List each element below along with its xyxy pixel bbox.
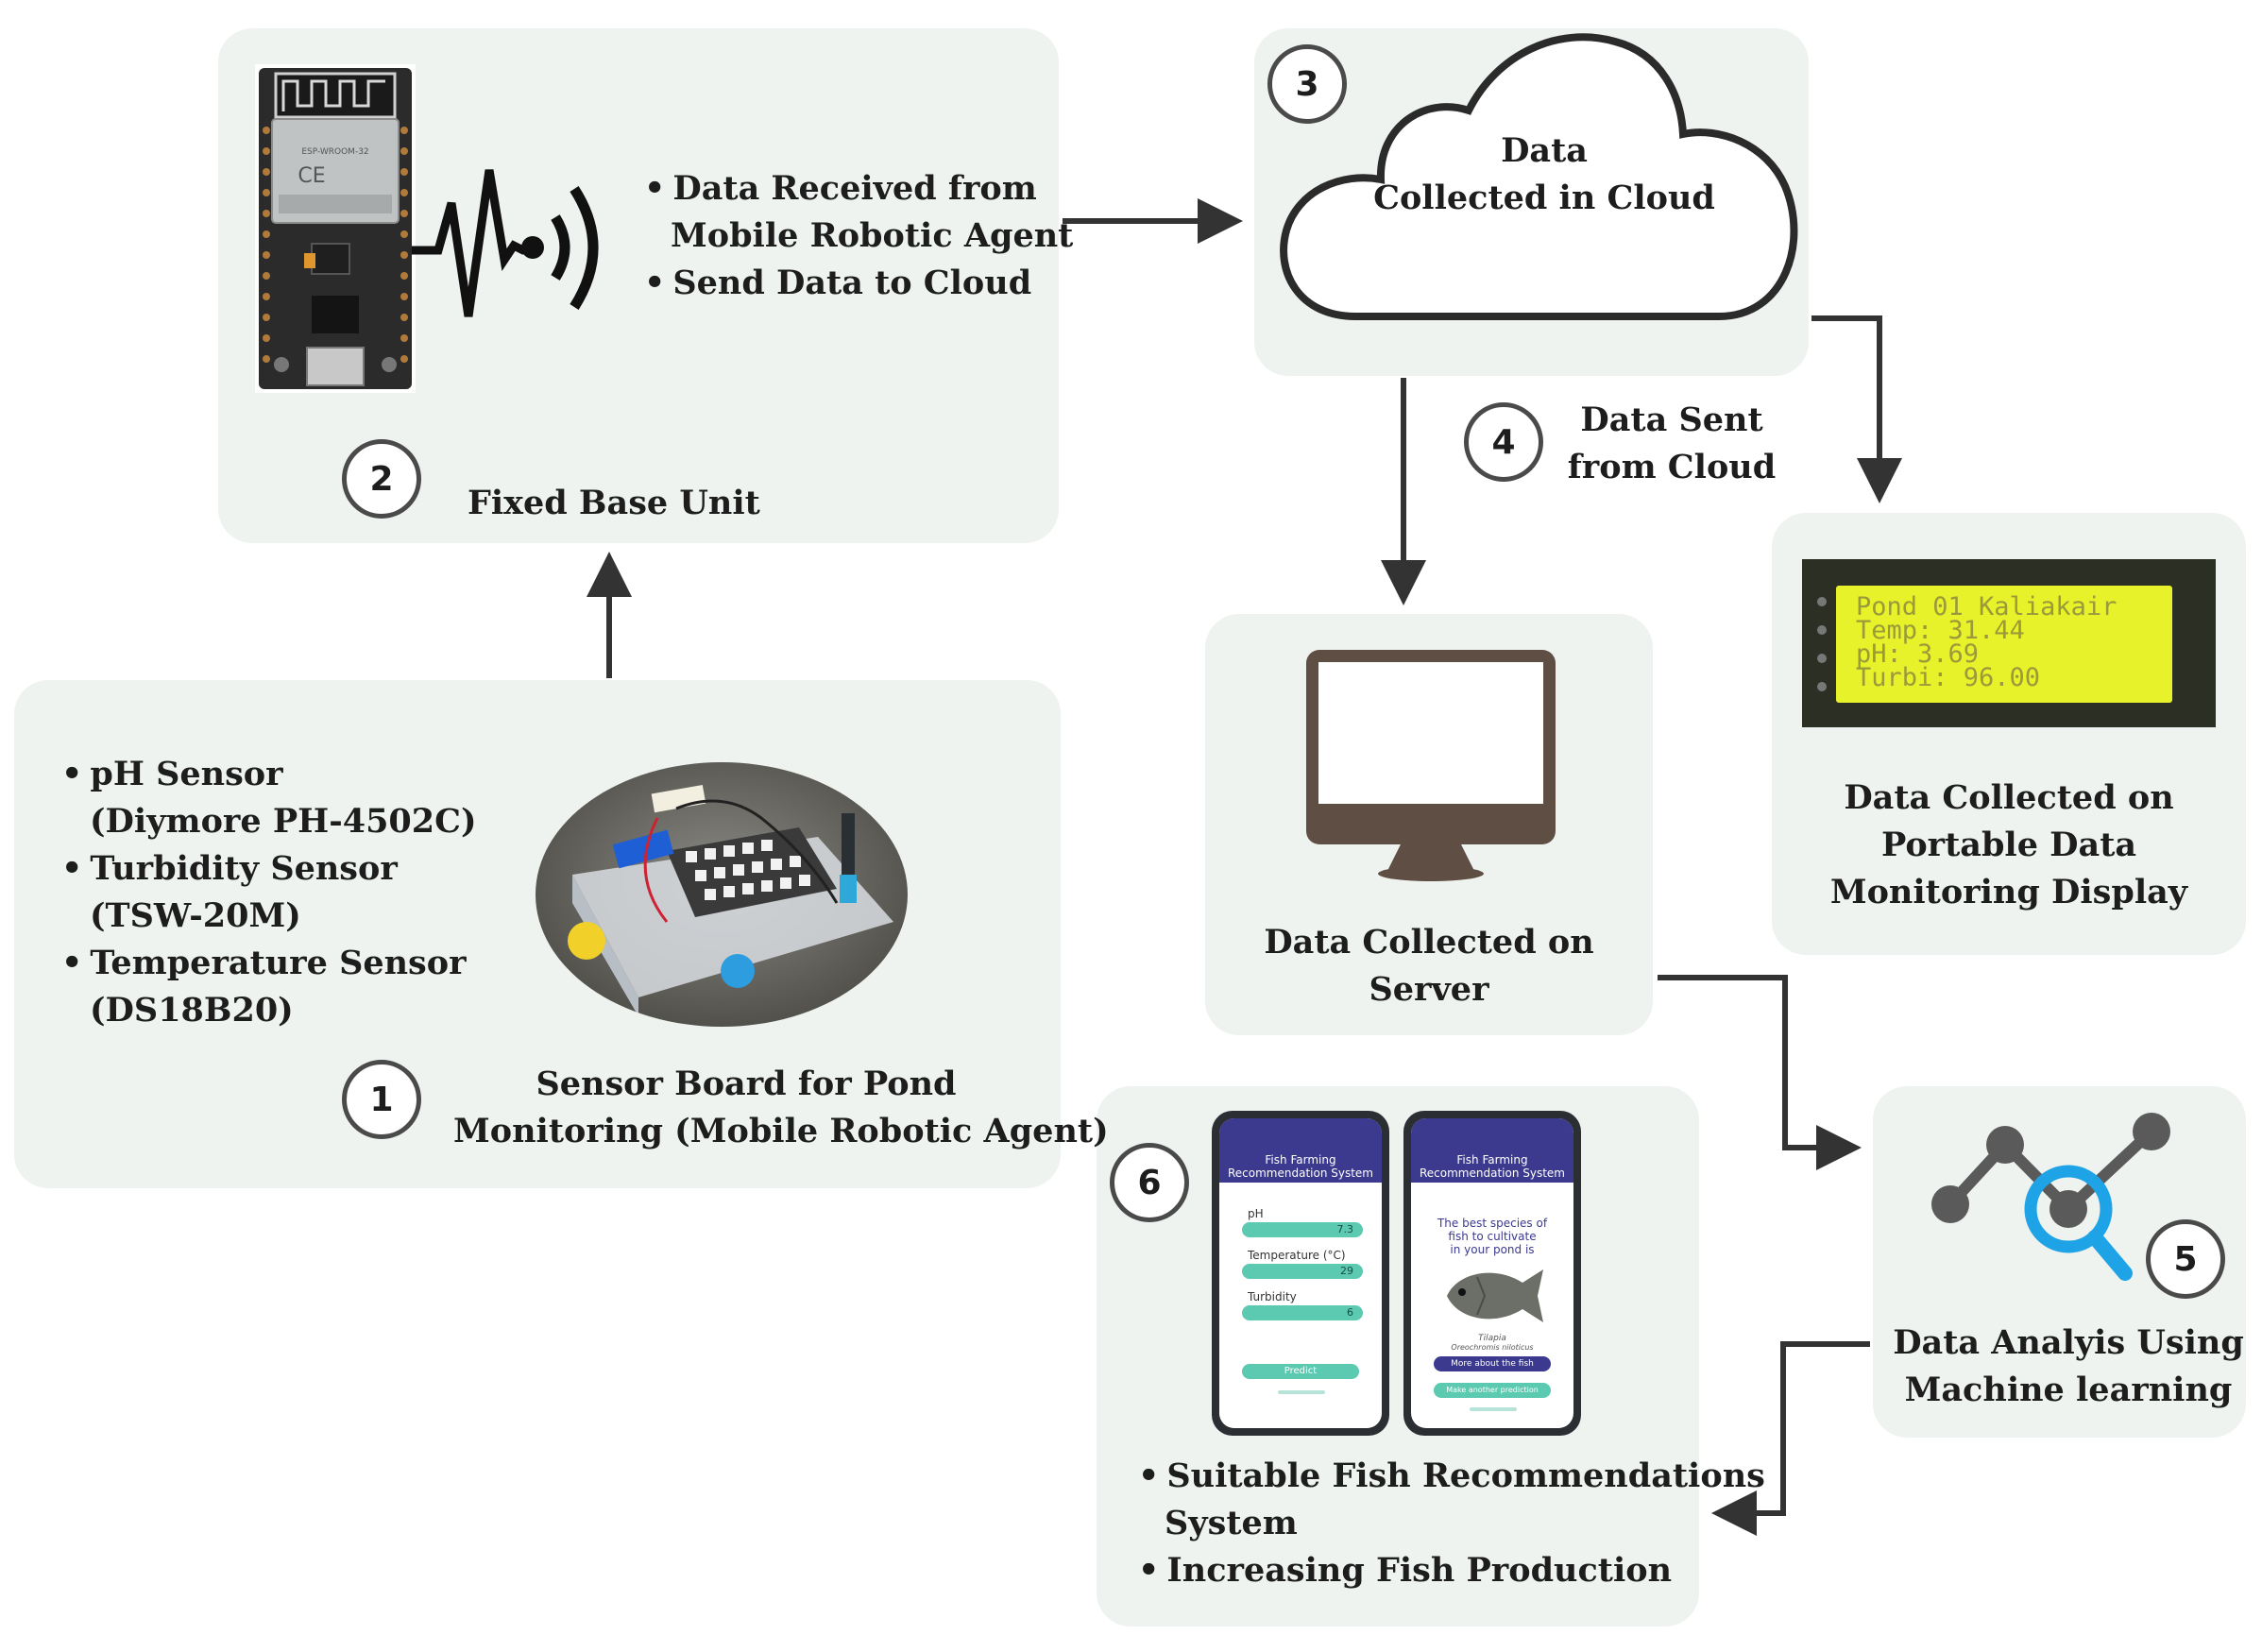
lcd-caption-line1: Data Collected on bbox=[1844, 778, 2174, 817]
svg-text:ESP-WROOM-32: ESP-WROOM-32 bbox=[301, 147, 368, 157]
step-badge-3: 3 bbox=[1267, 44, 1347, 124]
arrow-server-to-analysis bbox=[1658, 975, 1862, 1170]
sent-text-line2: from Cloud bbox=[1567, 448, 1777, 486]
base-bullet-send: Send Data to Cloud bbox=[644, 260, 1031, 307]
phone-right-header-line2: Recommendation System bbox=[1419, 1167, 1565, 1180]
server-text-line1: Data Collected on bbox=[1264, 923, 1594, 962]
monitor-icon bbox=[1306, 650, 1556, 881]
analytics-icon bbox=[1931, 1113, 2170, 1281]
phone-left-field-temp[interactable]: 29 bbox=[1242, 1264, 1363, 1279]
phone-left-label-ph: pH bbox=[1248, 1207, 1264, 1220]
recommendation-bullet-2: Increasing Fish Production bbox=[1138, 1547, 1672, 1594]
phone-left-value-turbidity: 6 bbox=[1347, 1306, 1353, 1319]
cloud-text-line1: Data bbox=[1501, 131, 1588, 170]
recommendation-bullet-1-cont: System bbox=[1165, 1504, 1298, 1542]
sensor-model-turbidity: (TSW-20M) bbox=[90, 896, 301, 935]
phone-right-msg-line1: The best species of bbox=[1437, 1217, 1548, 1230]
step-badge-2: 2 bbox=[342, 439, 421, 519]
svg-text:CE: CE bbox=[298, 164, 325, 188]
base-unit-caption: Fixed Base Unit bbox=[468, 484, 760, 522]
phone-right-header-line1: Fish Farming bbox=[1456, 1153, 1528, 1167]
sent-text-line1: Data Sent bbox=[1580, 400, 1763, 439]
lcd-caption-line2: Portable Data bbox=[1880, 826, 2137, 864]
wireless-signal-icon bbox=[412, 169, 599, 317]
smartphone-app-image-result: Fish Farming Recommendation System The b… bbox=[1403, 1111, 1581, 1436]
phone-left-field-turbidity[interactable]: 6 bbox=[1242, 1305, 1363, 1320]
step-badge-6: 6 bbox=[1110, 1143, 1189, 1222]
analysis-text-line2: Machine learning bbox=[1904, 1371, 2233, 1409]
lcd-line-3: pH: 3.69 bbox=[1856, 639, 1980, 669]
lcd-line-1: Pond 01 Kaliakair bbox=[1856, 592, 2117, 622]
lcd-line-4: Turbi: 96.00 bbox=[1856, 663, 2041, 692]
phone-left-label-temp: Temperature (°C) bbox=[1248, 1249, 1346, 1262]
arrow-analysis-to-recommendation bbox=[1711, 1341, 1870, 1536]
analysis-text-line1: Data Analyis Using bbox=[1893, 1323, 2244, 1362]
robot-sensor-image bbox=[536, 762, 908, 1027]
phone-left-header-line2: Recommendation System bbox=[1227, 1167, 1373, 1180]
phone-left-label-turbidity: Turbidity bbox=[1248, 1290, 1297, 1303]
smartphone-app-image: Fish Farming Recommendation System pH 7.… bbox=[1212, 1111, 1389, 1436]
sensor-bullet-turbidity: Turbidity Sensor bbox=[61, 845, 397, 893]
arrow-cloud-to-lcd bbox=[1811, 315, 1902, 503]
phone-right-fish-latin: Oreochromis niloticus bbox=[1451, 1343, 1534, 1352]
phone-left-header-line1: Fish Farming bbox=[1265, 1153, 1336, 1167]
sensor-model-temperature: (DS18B20) bbox=[90, 991, 294, 1030]
sensor-bullet-ph: pH Sensor bbox=[61, 751, 282, 798]
phone-right-more-button[interactable]: More about the fish bbox=[1434, 1356, 1551, 1371]
step-badge-4: 4 bbox=[1464, 402, 1543, 482]
sensor-bullet-temperature: Temperature Sensor bbox=[61, 940, 466, 987]
phone-left-value-temp: 29 bbox=[1340, 1265, 1353, 1277]
lcd-display-image: Pond 01 Kaliakair Temp: 31.44 pH: 3.69 T… bbox=[1802, 559, 2216, 727]
phone-right-msg-line2: fish to cultivate bbox=[1448, 1230, 1537, 1243]
lcd-caption-line3: Monitoring Display bbox=[1829, 873, 2188, 911]
base-bullet-received: Data Received from bbox=[644, 165, 1036, 213]
recommendation-bullet-1: Suitable Fish Recommendations bbox=[1138, 1453, 1764, 1500]
panel-recommendation bbox=[1097, 1086, 1699, 1626]
sensor-caption-line1: Sensor Board for Pond bbox=[536, 1064, 957, 1103]
phone-left-value-ph: 7.3 bbox=[1336, 1223, 1354, 1235]
step-badge-5: 5 bbox=[2146, 1219, 2225, 1299]
sensor-model-ph: (Diymore PH-4502C) bbox=[90, 802, 477, 841]
base-bullet-received-cont: Mobile Robotic Agent bbox=[671, 216, 1074, 255]
phone-right-msg-line3: in your pond is bbox=[1450, 1243, 1535, 1256]
fish-icon bbox=[1447, 1269, 1543, 1322]
sensor-caption-line2: Monitoring (Mobile Robotic Agent) bbox=[453, 1112, 1109, 1150]
phone-left-predict-button[interactable]: Predict bbox=[1242, 1364, 1359, 1379]
phone-right-fish-name: Tilapia bbox=[1478, 1334, 1506, 1343]
server-text-line2: Server bbox=[1369, 970, 1489, 1009]
lcd-line-2: Temp: 31.44 bbox=[1856, 616, 2025, 645]
step-badge-1: 1 bbox=[342, 1060, 421, 1139]
cloud-text-line2: Collected in Cloud bbox=[1373, 179, 1715, 217]
phone-right-another-button[interactable]: Make another prediction bbox=[1434, 1383, 1551, 1398]
cloud-icon bbox=[1280, 33, 1798, 320]
esp32-board-image: ESP-WROOM-32 CE bbox=[255, 64, 416, 393]
phone-left-field-ph[interactable]: 7.3 bbox=[1242, 1222, 1363, 1237]
